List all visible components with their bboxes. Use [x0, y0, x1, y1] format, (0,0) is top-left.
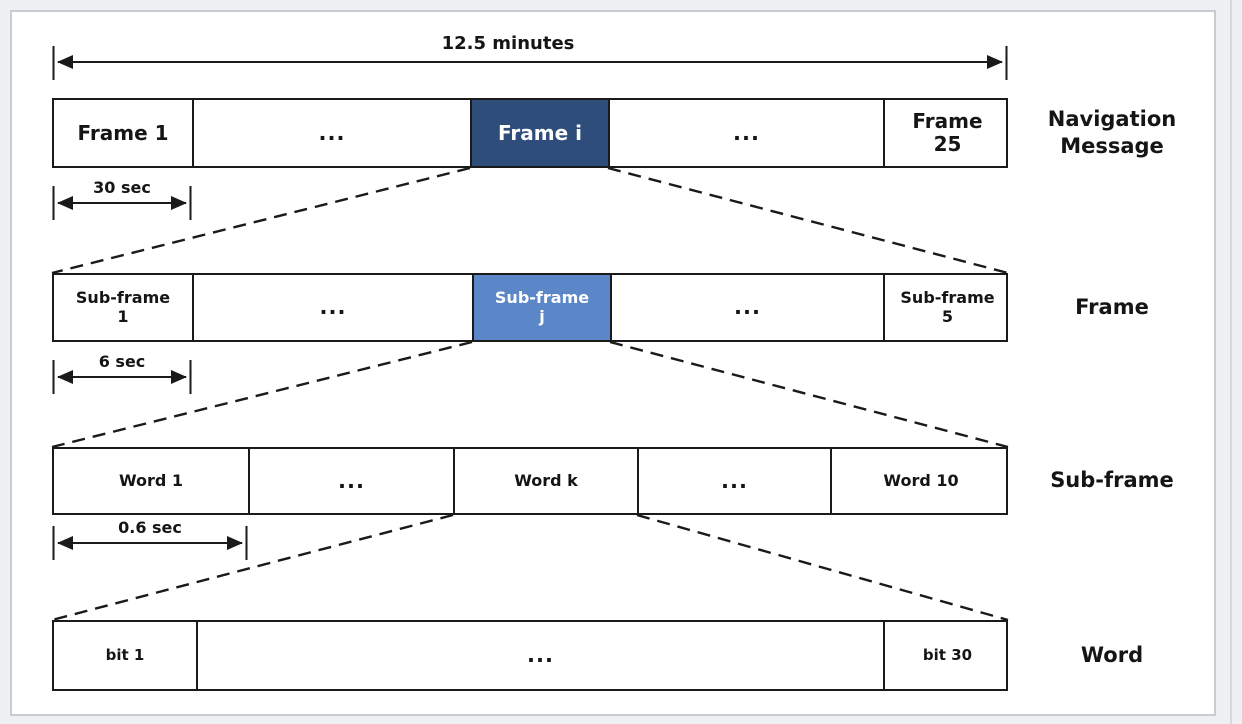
cell-words-ellipsis-right: ... — [639, 449, 832, 513]
subframe-duration-label: 6 sec — [98, 352, 146, 371]
cell-frame-25: Frame 25 — [912, 109, 983, 156]
cell-frames-ellipsis-right: ... — [610, 100, 885, 166]
word-row: bit 1 ... bit 30 — [52, 620, 1008, 691]
subframe-row: Word 1 ... Word k ... Word 10 — [52, 447, 1008, 515]
row-label-word: Word — [1080, 642, 1144, 667]
row-label-frame: Frame — [1075, 294, 1149, 319]
row-label-subframe: Sub-frame — [1050, 468, 1174, 493]
cell-word-k: Word k — [455, 449, 639, 513]
cell-frame-i: Frame i — [472, 100, 610, 166]
cell-frames-ellipsis-left: ... — [194, 100, 472, 166]
cell-bit-30: bit 30 — [922, 645, 973, 664]
cell-subframes-ellipsis-left: ... — [194, 275, 474, 340]
cell-frame-1: Frame 1 — [54, 100, 194, 166]
total-duration-label: 12.5 minutes — [441, 33, 575, 54]
cell-words-ellipsis-left: ... — [250, 449, 455, 513]
cell-subframe-5: Sub-frame 5 — [900, 288, 995, 326]
cell-subframes-ellipsis-right: ... — [612, 275, 885, 340]
cell-subframe-j: Sub-frame j — [474, 275, 612, 340]
cell-word-10: Word 10 — [883, 470, 959, 490]
cell-bits-ellipsis: ... — [198, 622, 885, 689]
cell-word-1: Word 1 — [54, 449, 250, 513]
cell-subframe-1: Sub-frame 1 — [54, 275, 194, 340]
scrollbar-track — [1230, 0, 1232, 724]
frame-row: Sub-frame 1 ... Sub-frame j ... Sub-fram… — [52, 273, 1008, 342]
frame-duration-label: 30 sec — [93, 178, 151, 197]
cell-bit-1: bit 1 — [54, 622, 198, 689]
navigation-message-row: Frame 1 ... Frame i ... Frame 25 — [52, 98, 1008, 168]
row-label-navigation-message: Navigation Message — [1047, 106, 1177, 158]
word-duration-label: 0.6 sec — [118, 518, 182, 537]
